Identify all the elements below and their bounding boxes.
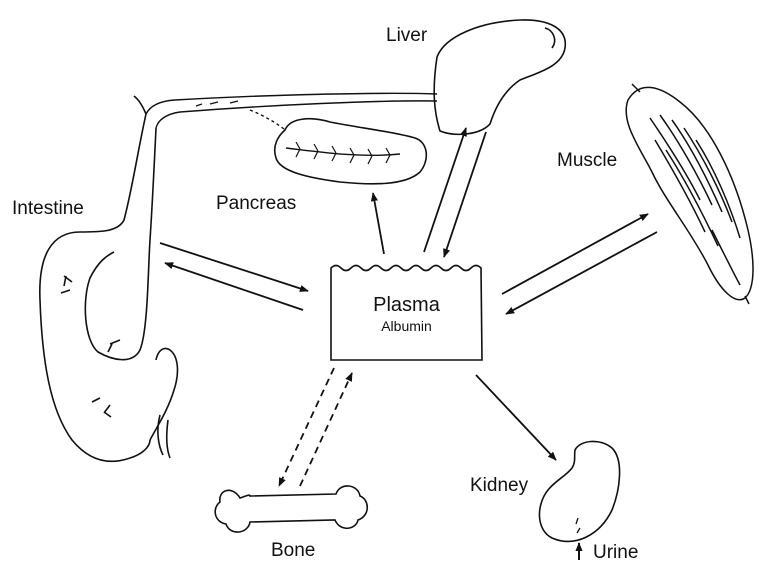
plasma-title: Plasma [373,293,440,317]
arrow-plasma-to-liver [424,128,466,252]
muscle-label: Muscle [557,151,617,170]
pancreas-label: Pancreas [216,194,296,213]
kidney-label: Kidney [470,476,528,495]
arrow-plasma-to-bone [279,368,334,486]
intestine-label: Intestine [12,199,84,218]
bone-drawing [215,486,367,532]
intestine-drawing [40,96,178,461]
pancreas-drawing [275,119,427,184]
arrow-plasma-to-intestine [165,263,303,310]
arrow-bone-to-plasma [300,373,352,486]
bone-label: Bone [271,541,315,560]
urine-label: Urine [593,543,638,562]
duct-drawing [146,93,437,130]
plasma-subtitle: Albumin [381,317,432,335]
arrow-muscle-to-plasma [506,232,657,314]
arrow-intestine-to-plasma [160,243,308,291]
muscle-drawing [626,84,753,304]
arrow-plasma-to-muscle [502,214,648,294]
liver-drawing [434,20,565,134]
arrow-liver-to-plasma [444,132,486,257]
arrow-plasma-to-pancreas [373,193,384,254]
liver-label: Liver [386,26,427,45]
plasma-label-box: Plasma Albumin [331,268,482,360]
arrow-plasma-to-kidney [476,375,556,460]
